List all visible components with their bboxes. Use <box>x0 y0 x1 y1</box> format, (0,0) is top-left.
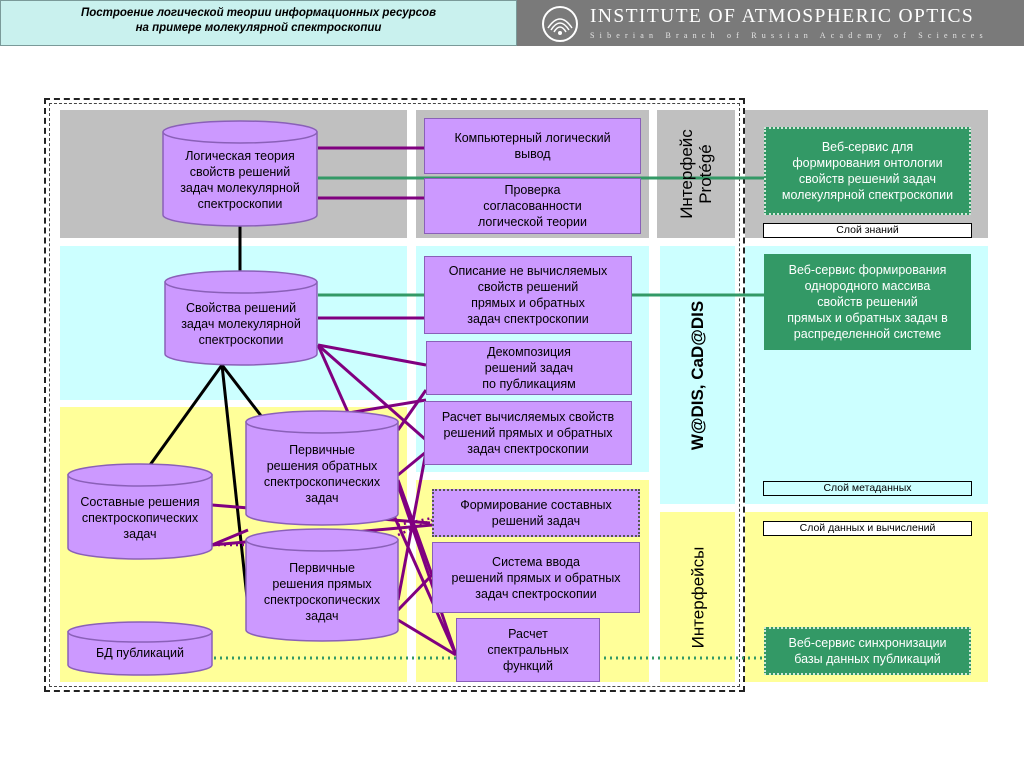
zone-knowledge-col3 <box>657 110 735 238</box>
institute-name: INSTITUTE OF ATMOSPHERIC OPTICS <box>590 6 975 27</box>
interface-protege-label: Интерфейс Protégé <box>677 129 715 219</box>
page-title: Построение логической теории информацион… <box>80 7 437 34</box>
db-primary-direct-top <box>245 528 399 552</box>
db-composite-cylinder <box>67 474 213 560</box>
interface-generic-label: Интерфейсы <box>688 546 707 648</box>
zone-data-col3 <box>660 512 735 682</box>
institute-logo-icon <box>542 6 578 42</box>
db-primary-inverse-cylinder <box>245 421 399 526</box>
link-properties-to-inverse <box>220 364 264 418</box>
task-spectral-functions: Расчет спектральных функций <box>456 618 600 682</box>
task-composite-formation: Формирование составных решений задач <box>432 489 640 537</box>
service-homogeneous-array: Веб-сервис формирования однородного масс… <box>764 254 971 350</box>
service-sync-publications: Веб-сервис синхронизации базы данных пуб… <box>764 627 971 675</box>
db-primary-inverse-label: Первичные решения обратных спектроскопич… <box>263 443 381 505</box>
institute-subtitle: Siberian Branch of Russian Academy of Sc… <box>590 31 988 40</box>
layer-data-compute: Слой данных и вычислений <box>763 521 972 536</box>
db-logic-theory-cylinder <box>162 131 318 227</box>
db-logic-theory-top <box>162 120 318 144</box>
db-properties-cylinder <box>164 281 318 366</box>
system-boundary-frame <box>44 98 745 692</box>
db-publications-cylinder <box>67 631 213 676</box>
header-title-panel <box>0 0 517 46</box>
interface-protege: Интерфейс Protégé <box>657 110 735 238</box>
system-boundary-frame-inner <box>49 103 740 687</box>
db-composite-label: Составные решения спектроскопических зад… <box>80 495 200 541</box>
interface-generic: Интерфейсы <box>660 512 735 682</box>
task-consistency-check: Проверка согласованности логической теор… <box>424 178 641 234</box>
task-logical-inference: Компьютерный логический вывод <box>424 118 641 174</box>
db-composite-top <box>67 463 213 487</box>
db-properties-label: Свойства решений задач молекулярной спек… <box>181 301 301 347</box>
db-properties-top <box>164 270 318 294</box>
service-ontology: Веб-сервис для формирования онтологии св… <box>764 127 971 215</box>
db-publications-top <box>67 621 213 643</box>
task-decomposition: Декомпозиция решений задач по публикация… <box>426 341 632 395</box>
interface-wdis: W@DIS, CaD@DIS <box>660 246 735 504</box>
layer-knowledge: Слой знаний <box>763 223 972 238</box>
db-primary-inverse-top <box>245 410 399 434</box>
task-input-system: Система ввода решений прямых и обратных … <box>432 542 640 613</box>
zone-metadata-col3 <box>660 246 735 504</box>
link-properties-to-composite <box>148 364 224 466</box>
task-computable-calculation: Расчет вычисляемых свойств решений прямы… <box>424 401 632 465</box>
layer-metadata: Слой метаданных <box>763 481 972 496</box>
db-primary-direct-label: Первичные решения прямых спектроскопичес… <box>263 561 381 623</box>
db-publications-label: БД публикаций <box>96 646 184 660</box>
link-properties-to-direct <box>220 364 250 608</box>
task-noncomputable-description: Описание не вычисляемых свойств решений … <box>424 256 632 334</box>
institute-banner <box>517 0 1024 46</box>
db-logic-theory-label: Логическая теория свойств решений задач … <box>180 149 300 211</box>
interface-wdis-label: W@DIS, CaD@DIS <box>688 300 707 450</box>
db-primary-direct-cylinder <box>245 539 399 642</box>
